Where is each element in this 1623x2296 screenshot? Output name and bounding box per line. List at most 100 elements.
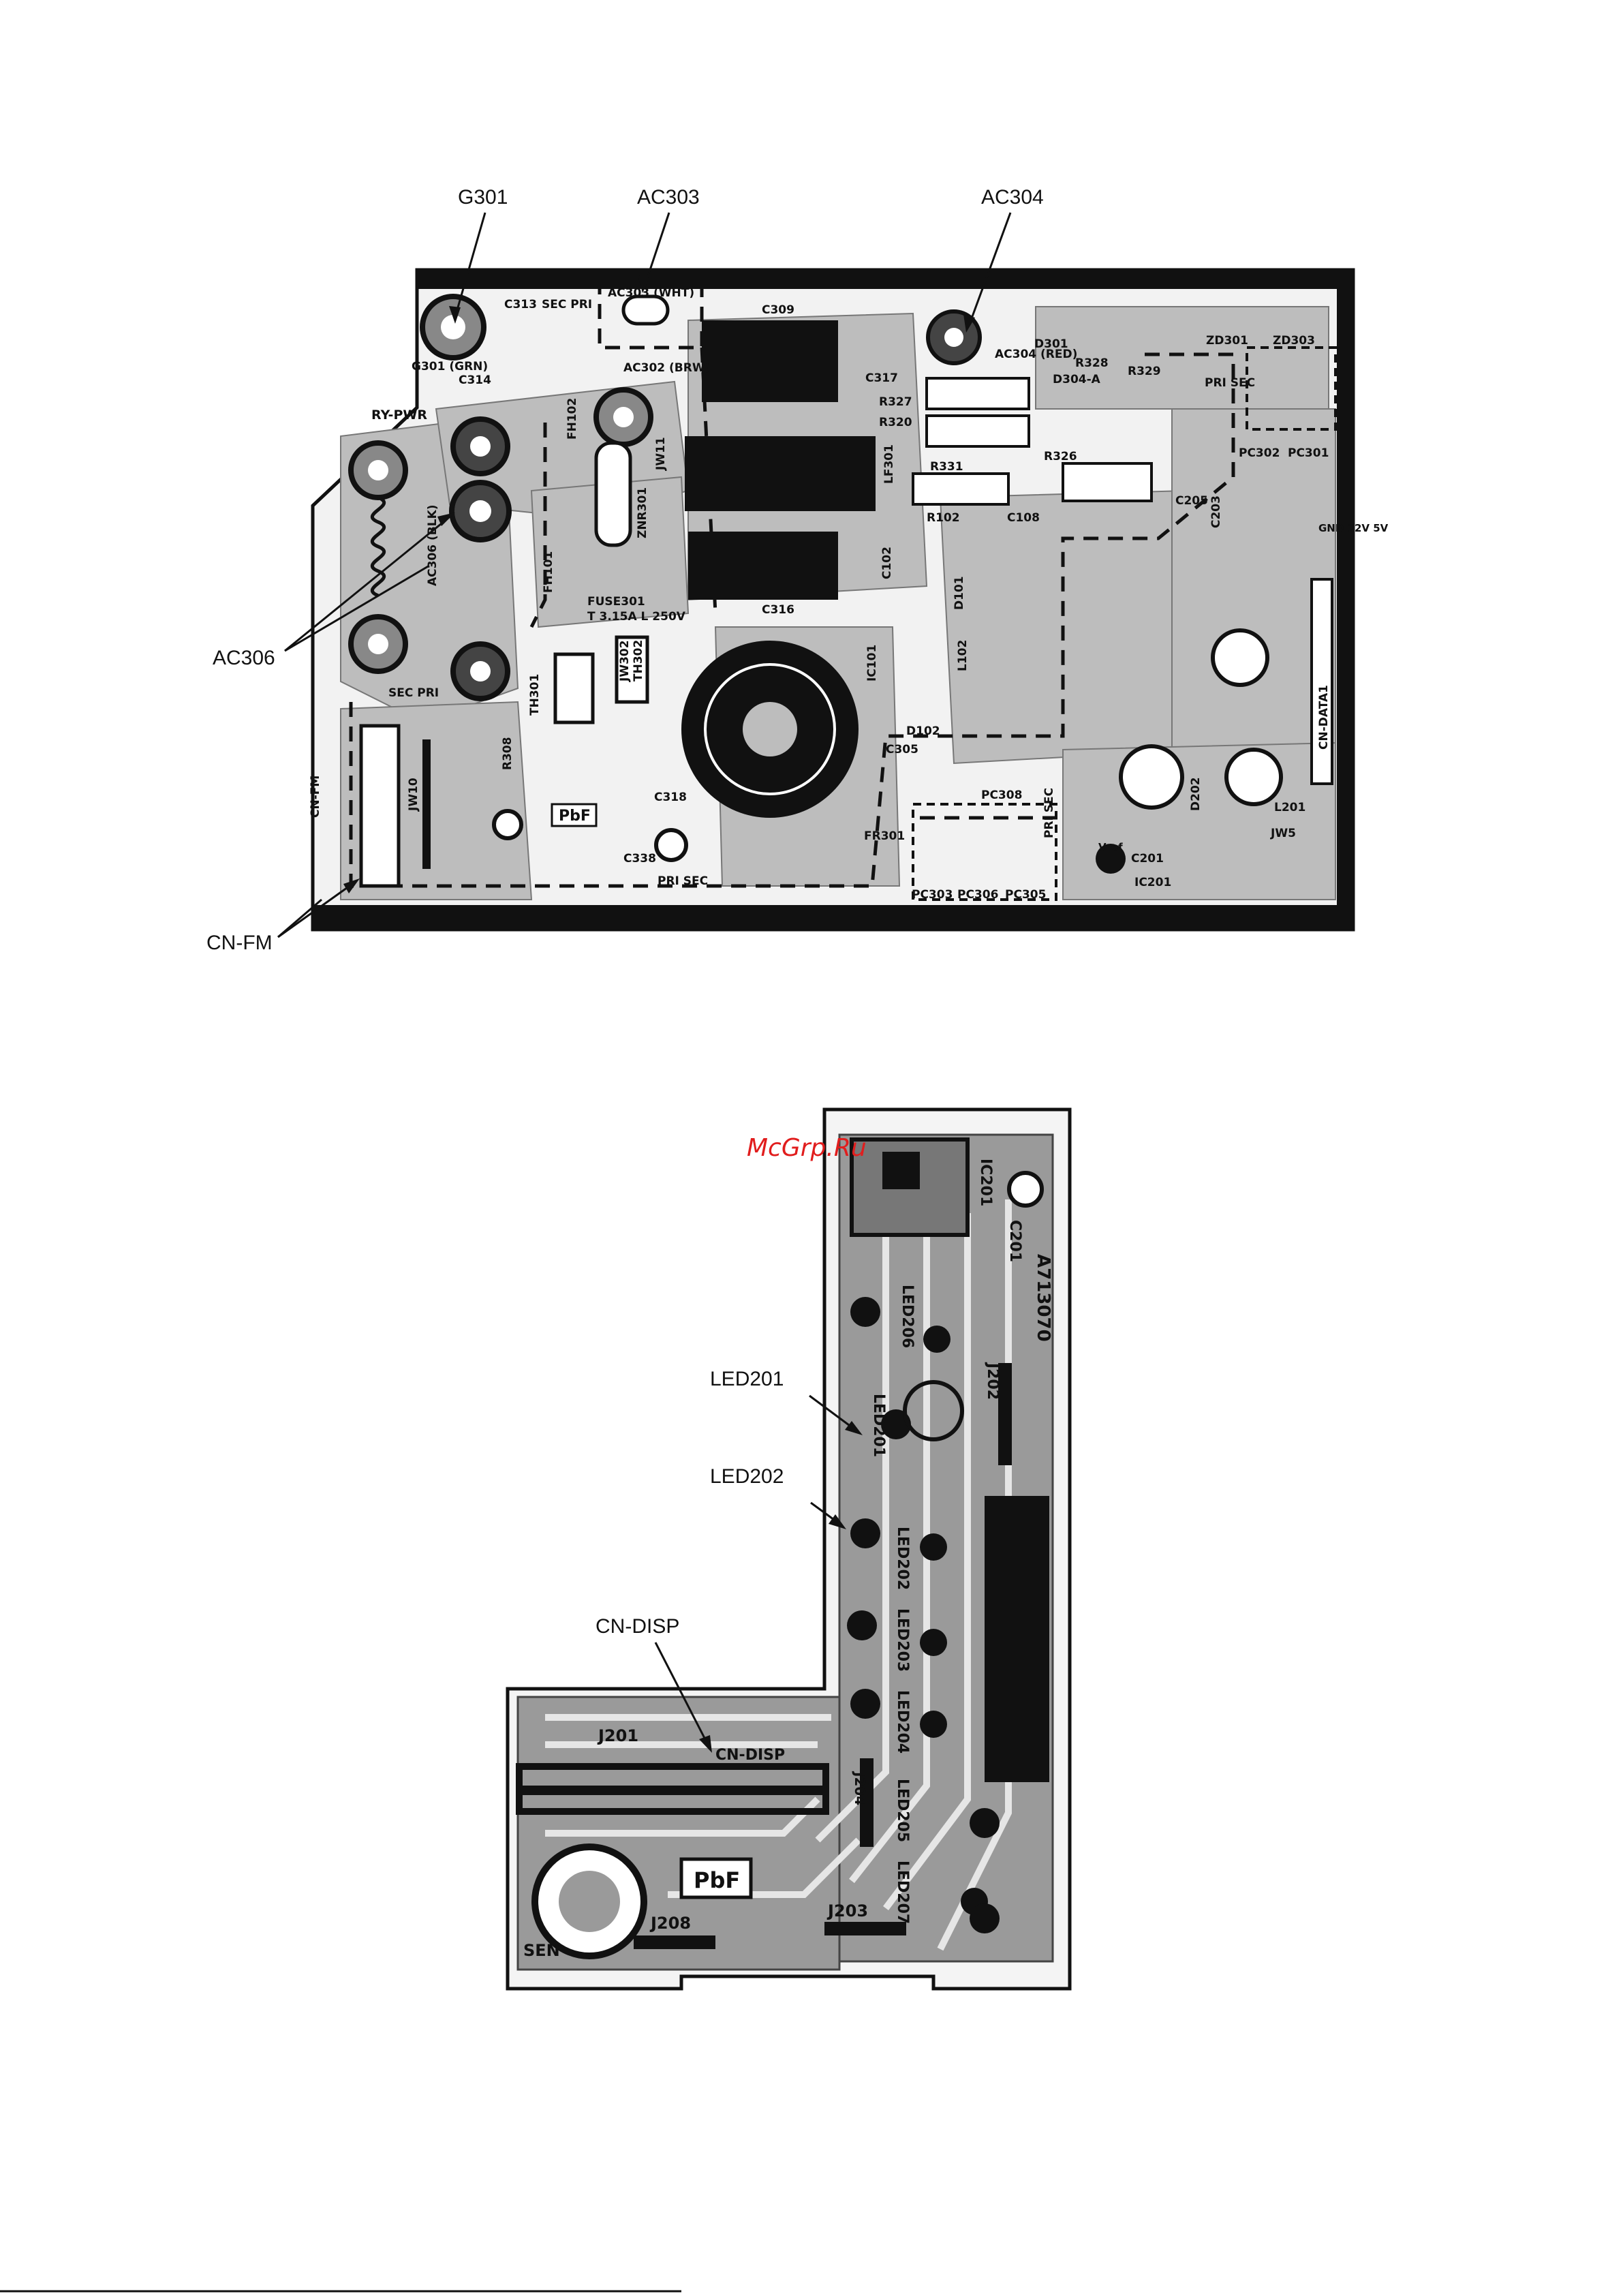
silk-ac304-red: AC304 (RED) (995, 348, 1077, 361)
silk-r331: R331 (930, 460, 963, 474)
silk-pc303: PC303 (912, 888, 953, 902)
led203-pad (847, 1610, 877, 1640)
display-pbf-box (679, 1857, 753, 1899)
silk-ic201: IC201 (1134, 876, 1171, 889)
silk-j201: J201 (597, 1726, 638, 1745)
silk-fuse301: FUSE301 (587, 595, 645, 609)
silk-ry-pwr: RY-PWR (371, 408, 427, 423)
silk-c205: C205 (1175, 494, 1208, 508)
silk-c318: C318 (654, 791, 687, 804)
silk-zd303: ZD303 (1273, 334, 1315, 348)
silk-ic101: IC101 (865, 645, 879, 682)
silk-sen: SEN (523, 1941, 560, 1960)
silk-cn-fm: CN-FM (309, 776, 322, 818)
display-j204-pad (860, 1758, 874, 1847)
silk-c305: C305 (886, 743, 918, 756)
silk-c314: C314 (459, 373, 491, 387)
silk-fr301: FR301 (864, 829, 905, 843)
silk-j202: J202 (984, 1362, 1001, 1400)
silk-c316: C316 (762, 603, 794, 617)
silk-th301: TH301 (528, 674, 542, 716)
callout-led202: LED202 (710, 1465, 784, 1488)
silk-fh101: FH101 (542, 551, 555, 593)
silk-display-led202: LED202 (894, 1527, 911, 1590)
silk-display-ic201: IC201 (977, 1159, 994, 1206)
silk-led206: LED206 (899, 1285, 916, 1348)
silk-cn-data1: CN-DATA1 (1317, 685, 1331, 750)
led205-pad (970, 1808, 1000, 1838)
silk-pc301: PC301 (1288, 446, 1329, 460)
silk-pri-sec-bottom: PRI SEC (658, 874, 708, 888)
silk-led205: LED205 (894, 1779, 911, 1842)
capacitor-c309-body (702, 320, 838, 402)
silk-led203: LED203 (894, 1608, 911, 1672)
silk-pc306: PC306 (957, 888, 998, 902)
main-board-right-bar (1337, 270, 1353, 930)
silk-pc308: PC308 (981, 789, 1022, 802)
header-cn-data1 (1310, 578, 1333, 785)
callout-ac303: AC303 (637, 186, 700, 209)
callout-ac304: AC304 (981, 186, 1044, 209)
display-board: IC201 C201 A713070 LED206 LED201 J202 LE… (506, 1107, 1072, 1991)
silk-g301-grn: G301 (GRN) (412, 360, 488, 373)
silk-c313: C313 (504, 298, 537, 311)
silk-jw5: JW5 (1270, 827, 1296, 840)
silk-c102: C102 (880, 547, 894, 579)
silk-c309: C309 (762, 303, 794, 317)
display-board-bus (985, 1496, 1049, 1782)
connector-cn-fm (359, 724, 401, 888)
silk-r308: R308 (501, 737, 514, 770)
silk-th302: TH302 (632, 640, 645, 682)
silk-part-no: A713070 (1033, 1254, 1053, 1342)
main-board: G301 (GRN) C313 SEC PRI C314 AC303 (WHT)… (206, 186, 1389, 954)
callout-g301: G301 (458, 186, 508, 209)
silk-sec-pri-top: SEC PRI (542, 298, 592, 311)
silk-cn-disp: CN-DISP (715, 1747, 785, 1764)
silk-sec-pri-left: SEC PRI (388, 686, 439, 700)
silk-jw10: JW10 (407, 778, 420, 812)
display-j208-pad (634, 1935, 715, 1949)
main-board-components (348, 294, 1337, 901)
silk-ac302-brw: AC302 (BRW) (623, 361, 710, 375)
display-board-callouts: LED201 LED202 CN-DISP (596, 1368, 863, 1753)
silk-r320: R320 (879, 416, 912, 429)
main-board-callouts: G301 AC303 AC304 AC306 CN-FM (206, 186, 1044, 954)
silk-znr301: ZNR301 (636, 487, 649, 538)
silk-r326: R326 (1044, 450, 1077, 463)
capacitor-c316-body (688, 532, 838, 600)
silk-fuse-rating: T 3.15A L 250V (587, 610, 686, 624)
callout-cn-fm: CN-FM (206, 932, 273, 954)
callout-ac306: AC306 (213, 647, 275, 669)
silk-display-c201: C201 (1006, 1220, 1023, 1262)
silk-vref: Vref (1098, 841, 1123, 853)
silk-c317: C317 (865, 371, 898, 385)
silk-zd301: ZD301 (1206, 334, 1248, 348)
silk-pc302: PC302 (1239, 446, 1280, 460)
silk-ac303-wht: AC303 (WHT) (608, 286, 694, 300)
silk-ac306-blk: AC306 (BLK) (426, 504, 439, 586)
resistor-r331-body (912, 472, 1010, 506)
led206-pad (850, 1297, 880, 1327)
watermark: McGrp.Ru (747, 1134, 867, 1162)
display-c201-body (1007, 1171, 1044, 1208)
silk-jw302: JW302 (618, 640, 632, 682)
silk-j204: J204 (852, 1771, 868, 1805)
silk-j203: J203 (826, 1901, 868, 1920)
led204-pad (850, 1689, 880, 1719)
silk-d101: D101 (953, 576, 966, 610)
display-board-silkscreen: IC201 C201 A713070 LED206 LED201 J202 LE… (523, 1159, 1053, 1960)
silk-r102: R102 (927, 511, 960, 525)
silk-led204: LED204 (894, 1690, 911, 1754)
silk-c108: C108 (1007, 511, 1040, 525)
main-board-silkscreen: G301 (GRN) C313 SEC PRI C314 AC303 (WHT)… (309, 286, 1389, 902)
led202-pad (850, 1518, 880, 1548)
silk-l102: L102 (956, 640, 970, 671)
silk-c201: C201 (1131, 852, 1164, 866)
resistor-r320-body (925, 414, 1030, 448)
silk-c203: C203 (1209, 495, 1223, 528)
main-board-top-bar (417, 270, 1353, 289)
display-led-pads (847, 1297, 1000, 1933)
silk-jw11: JW11 (654, 437, 668, 471)
silk-l201: L201 (1274, 801, 1305, 814)
